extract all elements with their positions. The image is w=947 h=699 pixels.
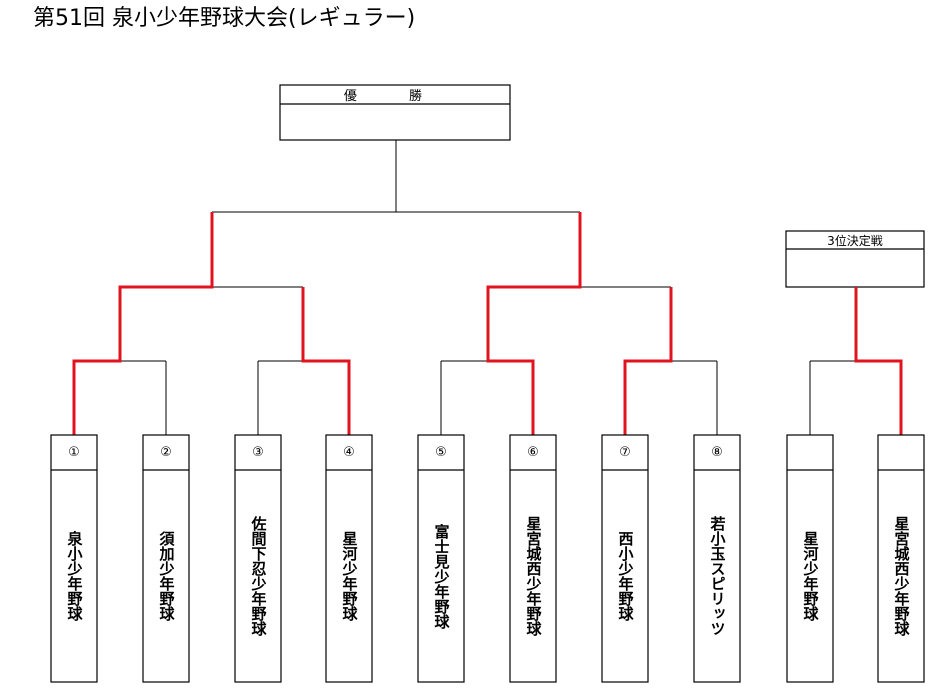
seed-1: ① <box>68 444 80 460</box>
bracket-lines-red <box>72 212 903 435</box>
team-box-4 <box>325 434 373 683</box>
seed-8: ⑧ <box>711 444 723 460</box>
seed-7: ⑦ <box>619 444 631 460</box>
third-team-name-2: 星宮城西少年野球 <box>892 516 911 636</box>
seed-4: ④ <box>343 444 355 460</box>
seed-6: ⑥ <box>527 444 539 460</box>
third-team-box-2 <box>877 434 925 683</box>
winner-path-team-6 <box>486 212 582 435</box>
seed-2: ② <box>160 444 172 460</box>
seed-5: ⑤ <box>435 444 447 460</box>
team-name-1: 泉小少年野球 <box>65 531 84 621</box>
winner-path-third-place <box>854 287 903 435</box>
page-title: 第51回 泉小少年野球大会(レギュラー) <box>33 6 416 31</box>
team-name-8: 若小玉スピリッツ <box>708 516 727 636</box>
team-name-2: 須加少年野球 <box>157 531 176 621</box>
team-box-6 <box>509 434 557 683</box>
team-box-3 <box>234 434 282 683</box>
winner-path-team-4 <box>301 287 351 435</box>
team-name-4: 星河少年野球 <box>340 531 359 621</box>
third-team-name-1: 星河少年野球 <box>801 531 820 621</box>
champion-box <box>279 84 511 141</box>
team-box-8 <box>693 434 741 683</box>
team-name-5: 富士見少年野球 <box>432 523 451 629</box>
team-box-1 <box>50 434 98 683</box>
team-name-7: 西小少年野球 <box>616 531 635 621</box>
team-box-5 <box>417 434 465 683</box>
winner-path-team-1 <box>72 212 214 435</box>
team-box-7 <box>601 434 649 683</box>
third-place-label: 3位決定戦 <box>827 233 883 248</box>
team-name-6: 星宮城西少年野球 <box>524 516 543 636</box>
team-name-3: 佐間下忍少年野球 <box>249 516 268 636</box>
team-box-2 <box>142 434 190 683</box>
bracket-lines-black <box>120 140 856 435</box>
winner-path-team-7 <box>623 287 673 435</box>
team-boxes <box>50 434 925 683</box>
champion-label: 優 勝 <box>343 88 447 104</box>
seed-3: ③ <box>252 444 264 460</box>
third-team-box-1 <box>786 434 834 683</box>
